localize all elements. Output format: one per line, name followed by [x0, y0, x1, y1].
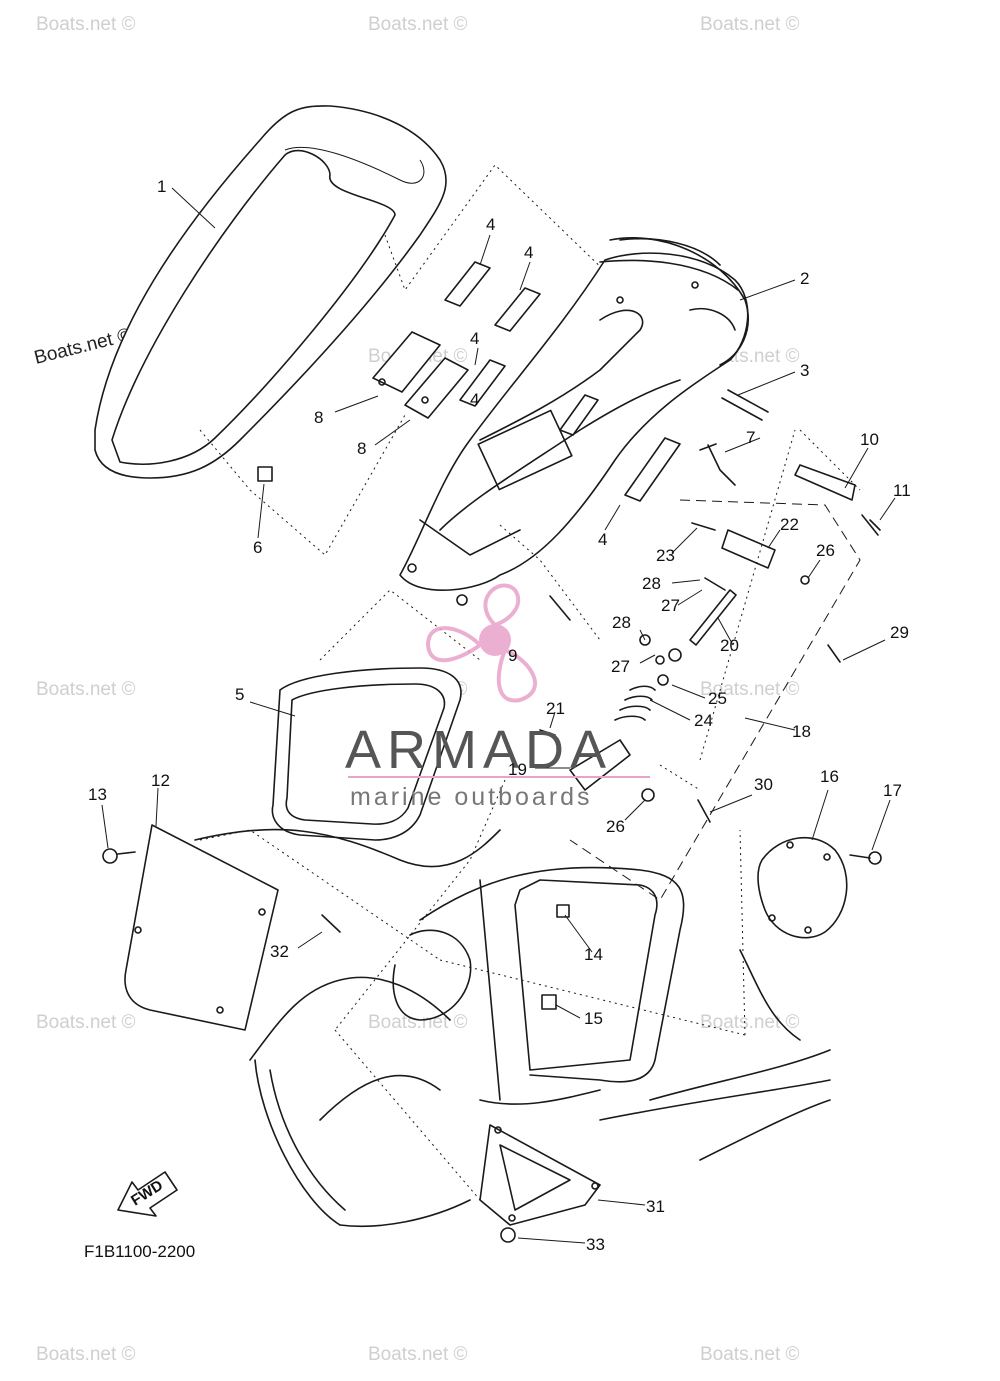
- callout-19: 19: [508, 760, 527, 779]
- callout-8: 8: [314, 408, 323, 427]
- callout-3: 3: [800, 361, 809, 380]
- callout-31: 31: [646, 1197, 665, 1216]
- part-cover-plate: [757, 836, 848, 939]
- callout-14: 14: [584, 945, 603, 964]
- brand-logo-blade: [425, 626, 484, 663]
- callout-26: 26: [606, 817, 625, 836]
- callout-22: 22: [780, 515, 799, 534]
- callout-13: 13: [88, 785, 107, 804]
- callout-8: 8: [357, 439, 366, 458]
- site-watermark: Boats.net ©: [36, 1344, 136, 1365]
- brand-tagline: marine outboards: [350, 783, 593, 811]
- callout-4: 4: [598, 530, 607, 549]
- callout-12: 12: [151, 771, 170, 790]
- callout-4: 4: [470, 329, 479, 348]
- part-clip-7: [699, 443, 736, 486]
- reference-lines: [199, 429, 861, 1201]
- callout-7: 7: [746, 428, 755, 447]
- callout-10: 10: [860, 430, 879, 449]
- hull-deck: [194, 828, 831, 1228]
- part-seat: [94, 105, 641, 556]
- callout-27: 27: [661, 596, 680, 615]
- callout-26: 26: [816, 541, 835, 560]
- callout-2: 2: [800, 269, 809, 288]
- fwd-arrow: FWD: [117, 1171, 178, 1217]
- callout-30: 30: [754, 775, 773, 794]
- part-seal-gasket: [271, 667, 462, 841]
- callout-28: 28: [612, 613, 631, 632]
- part-foam-strips: [444, 261, 681, 502]
- site-watermark: Boats.net ©: [36, 679, 136, 700]
- callout-18: 18: [792, 722, 811, 741]
- callout-28: 28: [642, 574, 661, 593]
- site-watermark: Boats.net ©: [368, 1344, 468, 1365]
- site-watermark: Boats.net ©: [700, 1012, 800, 1033]
- site-watermark: Boats.net ©: [36, 1012, 136, 1033]
- callouts: 1 2 3 4 4 4 4 4 5 6 7 8 8 9 10 11 12 13 …: [88, 177, 911, 1254]
- callout-4: 4: [524, 243, 533, 262]
- brand-name: ARMADA: [345, 720, 612, 780]
- part-brackets: [372, 331, 469, 419]
- brand-logo: [425, 583, 537, 703]
- callout-16: 16: [820, 767, 839, 786]
- callout-17: 17: [883, 781, 902, 800]
- callout-9: 9: [508, 646, 517, 665]
- site-watermark: Boats.net ©: [700, 1344, 800, 1365]
- site-watermark: Boats.net ©: [700, 14, 800, 35]
- brand-logo-blade: [496, 647, 537, 703]
- site-watermark: Boats.net ©: [368, 14, 468, 35]
- callout-11: 11: [893, 481, 911, 500]
- part-rod: [721, 389, 769, 421]
- callout-20: 20: [720, 636, 739, 655]
- callout-27: 27: [611, 657, 630, 676]
- callout-23: 23: [656, 546, 675, 565]
- part-side-panel: [124, 824, 279, 1031]
- callout-1: 1: [157, 177, 166, 196]
- site-watermark: Boats.net ©: [368, 1012, 468, 1033]
- site-watermark: Boats.net ©: [700, 679, 800, 700]
- callout-21: 21: [546, 699, 565, 718]
- brand-logo-blade: [483, 583, 521, 628]
- part-clip-6: [257, 466, 273, 482]
- callout-4: 4: [470, 390, 479, 409]
- leader-lines: [101, 187, 896, 1244]
- diagram-code: F1B1100-2200: [84, 1242, 195, 1261]
- callout-5: 5: [235, 685, 244, 704]
- site-watermark: Boats.net ©: [36, 14, 136, 35]
- part-bracket-plate: [479, 1124, 601, 1226]
- callout-15: 15: [584, 1009, 603, 1028]
- callout-4: 4: [486, 215, 495, 234]
- brand-logo-hub: [479, 624, 511, 656]
- callout-29: 29: [890, 623, 909, 642]
- callout-6: 6: [253, 538, 262, 557]
- callout-32: 32: [270, 942, 289, 961]
- part-hinge-bracket: [794, 464, 881, 536]
- callout-24: 24: [694, 711, 713, 730]
- callout-25: 25: [708, 689, 727, 708]
- group-outline-18: [569, 499, 861, 901]
- callout-33: 33: [586, 1235, 605, 1254]
